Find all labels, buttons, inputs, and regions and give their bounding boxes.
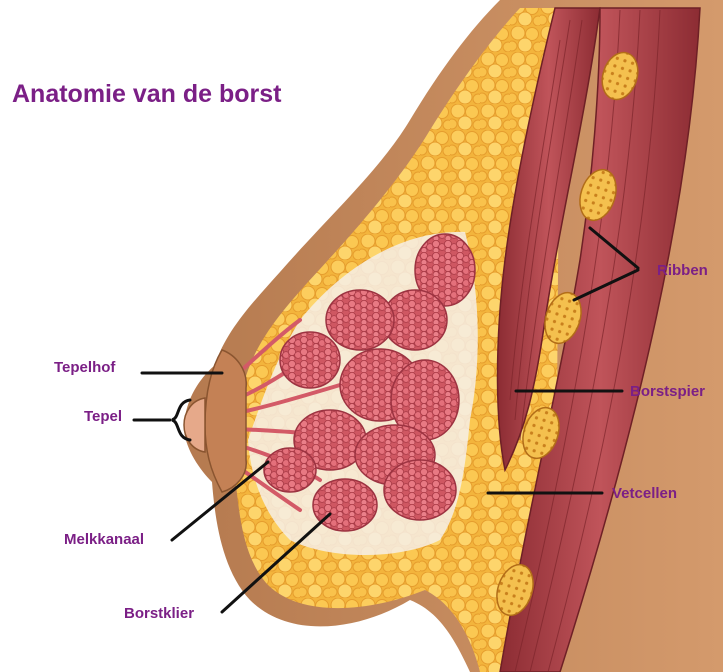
label-borstklier: Borstklier — [124, 605, 194, 622]
label-tepel: Tepel — [84, 408, 122, 425]
label-vetcellen: Vetcellen — [612, 485, 677, 502]
label-ribben: Ribben — [657, 262, 708, 279]
label-melkkanaal: Melkkanaal — [64, 531, 144, 548]
label-borstspier: Borstspier — [630, 383, 705, 400]
diagram-title: Anatomie van de borst — [12, 80, 282, 109]
label-tepelhof: Tepelhof — [54, 359, 115, 376]
nipple — [184, 398, 205, 452]
